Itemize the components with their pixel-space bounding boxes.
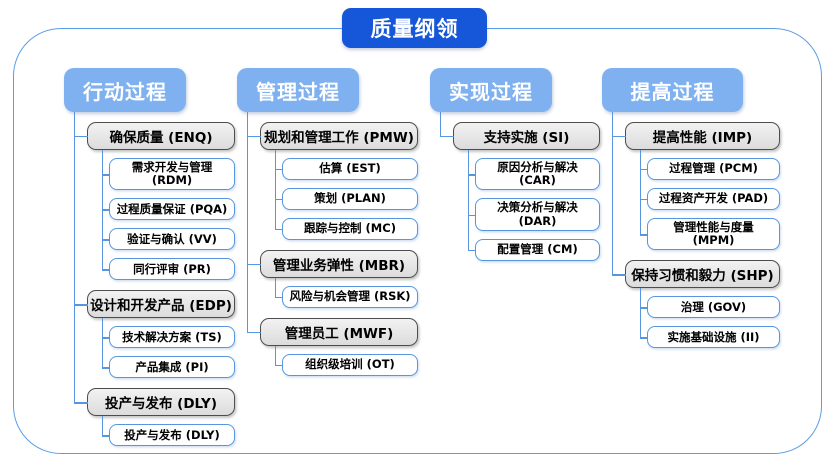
practice-item: 治理 (GOV): [625, 288, 780, 319]
practice-node: 验证与确认 (VV): [109, 228, 235, 251]
practice-node: 跟踪与控制 (MC): [282, 218, 418, 240]
practice-children: 组织级培训 (OT): [260, 346, 418, 376]
practice-node: 产品集成 (PI): [109, 356, 235, 379]
practice-node: 治理 (GOV): [647, 296, 780, 319]
practice-node: 投产与发布 (DLY): [109, 424, 235, 447]
practice-item: 跟踪与控制 (MC): [260, 210, 418, 240]
practice-node: 决策分析与解决 (DAR): [475, 198, 600, 231]
process-category-header: 行动过程: [64, 68, 186, 112]
practice-node: 过程质量保证 (PQA): [109, 198, 235, 221]
practice-group: 设计和开发产品 (EDP) 技术解决方案 (TS) 产品集成 (PI): [64, 280, 235, 379]
practice-node: 过程管理 (PCM): [647, 158, 780, 180]
practice-group-node: 管理业务弹性 (MBR): [260, 250, 418, 278]
practice-children: 过程管理 (PCM) 过程资产开发 (PAD) 管理性能与度量 (MPM): [625, 150, 780, 251]
practice-item: 估算 (EST): [260, 150, 418, 180]
practice-node: 配置管理 (CM): [475, 238, 600, 261]
practice-group: 提高性能 (IMP) 过程管理 (PCM) 过程资产开发 (PAD) 管理性能与度量 …: [602, 112, 780, 251]
practice-node: 原因分析与解决 (CAR): [475, 158, 600, 191]
process-category-header: 提高过程: [602, 68, 743, 112]
practice-children: 风险与机会管理 (RSK): [260, 278, 418, 308]
practice-node: 风险与机会管理 (RSK): [282, 286, 418, 308]
process-category-header: 实现过程: [430, 68, 552, 112]
process-column: 管理过程规划和管理工作 (PMW) 估算 (EST) 策划 (PLAN) 跟踪与控制 …: [237, 68, 418, 376]
practice-item: 产品集成 (PI): [87, 348, 235, 379]
practice-children: 原因分析与解决 (CAR) 决策分析与解决 (DAR) 配置管理 (CM): [453, 150, 600, 261]
process-column-body: 规划和管理工作 (PMW) 估算 (EST) 策划 (PLAN) 跟踪与控制 (MC)…: [237, 112, 418, 376]
practice-children: 估算 (EST) 策划 (PLAN) 跟踪与控制 (MC): [260, 150, 418, 240]
practice-group-node: 支持实施 (SI): [453, 122, 600, 150]
diagram-title: 质量纲领: [342, 8, 487, 48]
practice-node: 同行评审 (PR): [109, 258, 235, 281]
practice-node: 过程资产开发 (PAD): [647, 188, 780, 210]
practice-children: 治理 (GOV) 实施基础设施 (II): [625, 288, 780, 349]
practice-item: 策划 (PLAN): [260, 180, 418, 210]
practice-item: 实施基础设施 (II): [625, 318, 780, 349]
practice-children: 投产与发布 (DLY): [87, 416, 235, 447]
practice-group-node: 管理员工 (MWF): [260, 318, 418, 346]
practice-node: 估算 (EST): [282, 158, 418, 180]
practice-item: 验证与确认 (VV): [87, 220, 235, 251]
practice-item: 原因分析与解决 (CAR): [453, 150, 600, 191]
process-column-body: 确保质量 (ENQ) 需求开发与管理 (RDM) 过程质量保证 (PQA) 验证与确认…: [64, 112, 235, 447]
practice-group: 投产与发布 (DLY) 投产与发布 (DLY): [64, 378, 235, 447]
practice-item: 过程管理 (PCM): [625, 150, 780, 180]
practice-group-node: 提高性能 (IMP): [625, 122, 780, 150]
practice-node: 组织级培训 (OT): [282, 354, 418, 376]
practice-children: 技术解决方案 (TS) 产品集成 (PI): [87, 318, 235, 379]
practice-group-node: 确保质量 (ENQ): [87, 122, 235, 150]
process-column: 实现过程支持实施 (SI) 原因分析与解决 (CAR) 决策分析与解决 (DAR) 配…: [430, 68, 600, 261]
practice-item: 过程资产开发 (PAD): [625, 180, 780, 210]
practice-item: 决策分析与解决 (DAR): [453, 190, 600, 232]
practice-group-node: 设计和开发产品 (EDP): [87, 290, 235, 319]
practice-node: 策划 (PLAN): [282, 188, 418, 210]
practice-node: 技术解决方案 (TS): [109, 326, 235, 349]
practice-group: 管理业务弹性 (MBR) 风险与机会管理 (RSK): [237, 240, 418, 308]
process-column-body: 提高性能 (IMP) 过程管理 (PCM) 过程资产开发 (PAD) 管理性能与度量 …: [602, 112, 780, 349]
process-column-body: 支持实施 (SI) 原因分析与解决 (CAR) 决策分析与解决 (DAR) 配置管理 …: [430, 112, 600, 261]
practice-group: 规划和管理工作 (PMW) 估算 (EST) 策划 (PLAN) 跟踪与控制 (MC): [237, 112, 418, 240]
practice-group: 支持实施 (SI) 原因分析与解决 (CAR) 决策分析与解决 (DAR) 配置管理 …: [430, 112, 600, 261]
practice-group-node: 保持习惯和毅力 (SHP): [625, 260, 780, 289]
practice-group: 保持习惯和毅力 (SHP) 治理 (GOV) 实施基础设施 (II): [602, 250, 780, 349]
practice-item: 技术解决方案 (TS): [87, 318, 235, 349]
practice-item: 投产与发布 (DLY): [87, 416, 235, 447]
process-column: 提高过程提高性能 (IMP) 过程管理 (PCM) 过程资产开发 (PAD) 管理性能…: [602, 68, 780, 349]
practice-group: 确保质量 (ENQ) 需求开发与管理 (RDM) 过程质量保证 (PQA) 验证与确认…: [64, 112, 235, 281]
practice-group-node: 规划和管理工作 (PMW): [260, 122, 418, 150]
process-category-header: 管理过程: [237, 68, 359, 112]
practice-item: 风险与机会管理 (RSK): [260, 278, 418, 308]
process-column: 行动过程确保质量 (ENQ) 需求开发与管理 (RDM) 过程质量保证 (PQA) 验…: [64, 68, 235, 447]
practice-node: 管理性能与度量 (MPM): [647, 218, 780, 251]
practice-item: 配置管理 (CM): [453, 230, 600, 261]
practice-node: 需求开发与管理 (RDM): [109, 158, 235, 191]
practice-group-node: 投产与发布 (DLY): [87, 388, 235, 417]
practice-item: 过程质量保证 (PQA): [87, 190, 235, 221]
practice-node: 实施基础设施 (II): [647, 326, 780, 349]
practice-item: 同行评审 (PR): [87, 250, 235, 281]
practice-group: 管理员工 (MWF) 组织级培训 (OT): [237, 308, 418, 376]
practice-item: 需求开发与管理 (RDM): [87, 150, 235, 191]
practice-children: 需求开发与管理 (RDM) 过程质量保证 (PQA) 验证与确认 (VV) 同行评审 …: [87, 150, 235, 281]
practice-item: 组织级培训 (OT): [260, 346, 418, 376]
practice-item: 管理性能与度量 (MPM): [625, 210, 780, 251]
